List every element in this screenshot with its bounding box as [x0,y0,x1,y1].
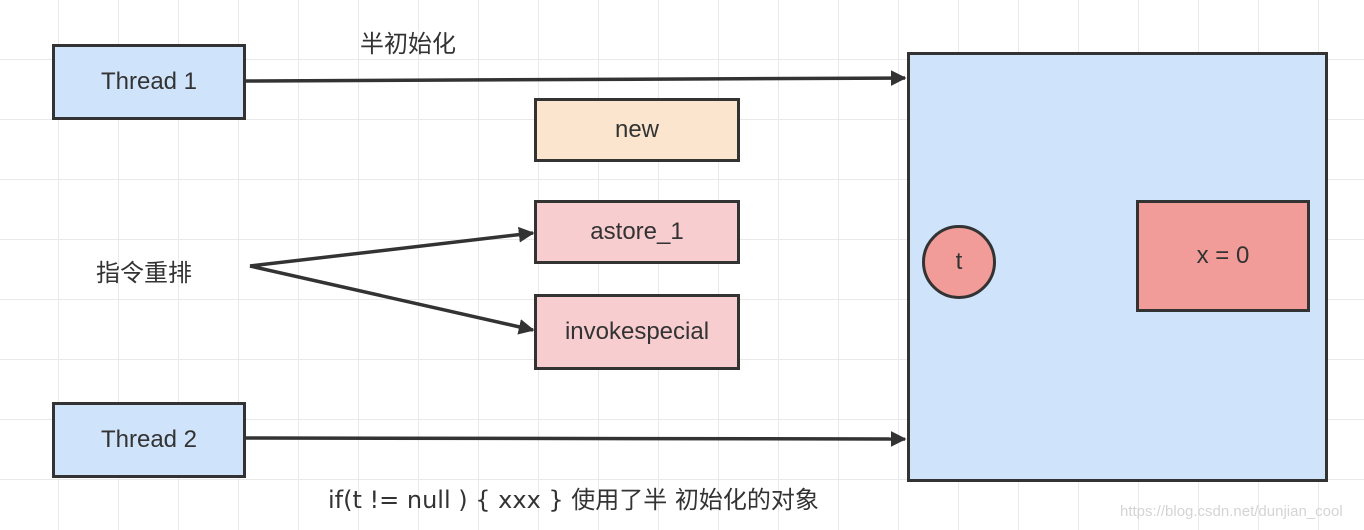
new-instruction-label: new [614,116,660,143]
reference-t-label: t [955,248,963,275]
thread2-label: Thread 2 [100,426,198,453]
thread2-box: Thread 2 [52,402,246,478]
thread2-arrow [244,431,907,447]
thread1-arrow [244,70,907,86]
invokespecial-instruction-box: invokespecial [534,294,740,370]
invokespecial-instruction-label: invokespecial [564,318,710,345]
watermark-text: https://blog.csdn.net/dunjian_cool [1120,503,1343,520]
astore-instruction-box: astore_1 [534,200,740,264]
new-instruction-box: new [534,98,740,162]
reorder-arrow-astore [249,226,535,268]
object-field-label: x = 0 [1196,242,1250,269]
half-init-label: 半初始化 [360,30,456,58]
thread1-label: Thread 1 [100,68,198,95]
reference-t-circle: t [922,225,996,299]
reorder-arrow-invokespecial [249,264,535,335]
object-box: x = 0 [1136,200,1310,312]
reorder-label: 指令重排 [96,259,192,287]
condition-label: if(t != null ) { xxx } 使用了半 初始化的对象 [328,486,819,514]
astore-instruction-label: astore_1 [590,218,684,245]
thread1-box: Thread 1 [52,44,246,120]
